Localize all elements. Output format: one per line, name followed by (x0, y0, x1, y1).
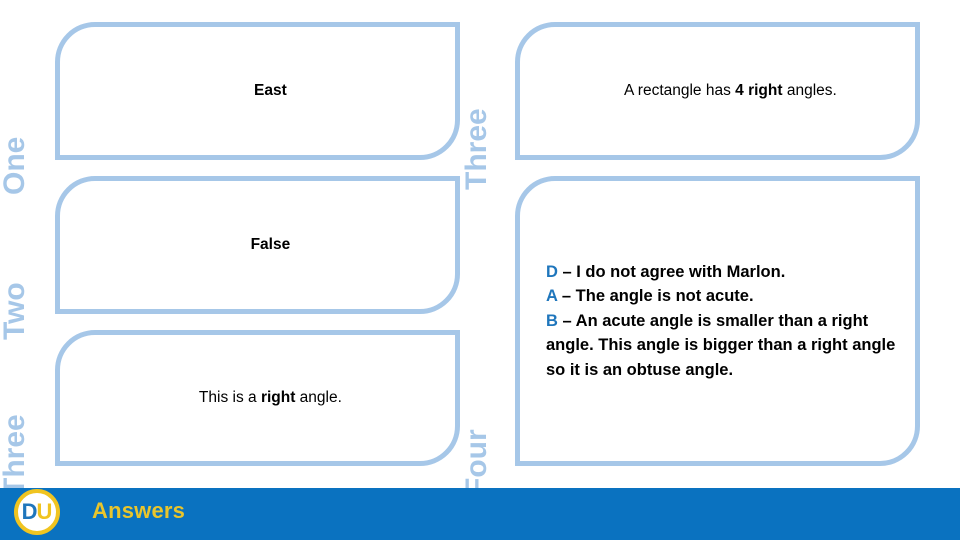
answer-text-left-three-part-0: This is a (198, 389, 261, 407)
answer-text-right-three-part-1: 4 right (735, 82, 783, 100)
answer-text-left-two-part-0: False (250, 236, 291, 254)
answer-box-left-three: This is a right angle. (55, 330, 460, 466)
answer-option-letter-d: D (546, 262, 558, 281)
answer-option-body-b: – An acute angle is smaller than a right… (546, 311, 900, 379)
answer-text-left-two: False (60, 221, 455, 268)
answer-box-right-four: D – I do not agree with Marlon. A – The a… (515, 176, 920, 466)
logo-ring-icon (14, 489, 60, 535)
answer-text-left-three-part-2: angle. (295, 389, 342, 407)
side-label-one: One (0, 136, 31, 195)
answer-text-left-three: This is a right angle. (60, 374, 455, 421)
answer-text-right-three-part-0: A rectangle has (624, 82, 736, 100)
answer-box-left-two: False (55, 176, 460, 314)
answer-text-left-three-part-1: right (260, 389, 296, 407)
answer-text-left-one: East (60, 67, 455, 114)
side-label-two: Two (0, 282, 31, 340)
side-label-three: Three (0, 414, 31, 496)
answer-text-left-one-part-0: East (254, 82, 287, 100)
answer-text-right-three-part-2: angles. (782, 82, 837, 100)
answer-option-body-a: – The angle is not acute. (557, 287, 754, 306)
answer-option-letter-b: B (546, 311, 558, 330)
answer-box-right-three: A rectangle has 4 right angles. (515, 22, 920, 160)
side-label-right-four: Four (460, 429, 493, 496)
side-label-right-three: Three (460, 108, 493, 190)
answer-text-right-four: D – I do not agree with Marlon. A – The a… (520, 260, 915, 382)
answer-text-right-three: A rectangle has 4 right angles. (520, 67, 915, 114)
logo-letter-u: U (36, 499, 53, 524)
footer-bar (0, 488, 960, 540)
answer-option-body-d: – I do not agree with Marlon. (557, 262, 786, 281)
answer-box-left-one: East (55, 22, 460, 160)
answer-option-letter-a: A (546, 287, 558, 306)
logo-letter-d: D (21, 499, 38, 524)
footer-title: Answers (92, 498, 186, 523)
